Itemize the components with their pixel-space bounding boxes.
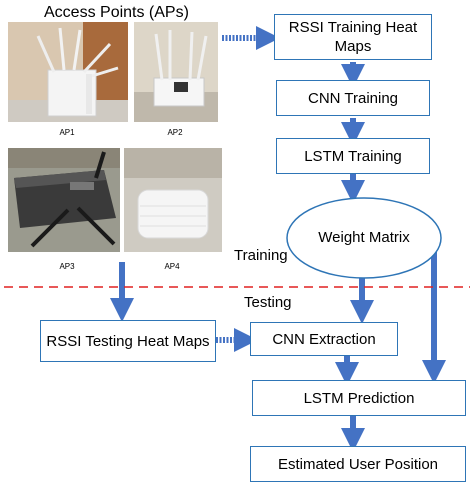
ap3-photo	[8, 148, 120, 252]
lstm-prediction-box: LSTM Prediction	[252, 380, 466, 416]
testing-phase-label: Testing	[244, 294, 292, 311]
estimated-position-box: Estimated User Position	[250, 446, 466, 482]
ap4-photo	[124, 148, 222, 252]
cnn-training-box: CNN Training	[276, 80, 430, 116]
training-phase-label: Training	[234, 247, 288, 264]
weight-matrix-label: Weight Matrix	[318, 229, 410, 246]
router-image	[124, 148, 222, 252]
router-image	[8, 148, 120, 252]
ap1-label: AP1	[59, 128, 75, 137]
router-image	[8, 22, 128, 122]
ap2-label: AP2	[167, 128, 183, 137]
lstm-training-box: LSTM Training	[276, 138, 430, 174]
weight-matrix-ellipse	[286, 197, 442, 279]
ap1-photo	[8, 22, 128, 122]
cnn-extraction-box: CNN Extraction	[250, 322, 398, 356]
ap2-photo	[134, 22, 218, 122]
router-image	[134, 22, 218, 122]
ap3-label: AP3	[59, 262, 75, 271]
rssi-testing-box: RSSI Testing Heat Maps	[40, 320, 216, 362]
rssi-training-box: RSSI Training Heat Maps	[274, 14, 432, 60]
diagram-title: Access Points (APs)	[44, 4, 189, 21]
ap4-label: AP4	[164, 262, 180, 271]
